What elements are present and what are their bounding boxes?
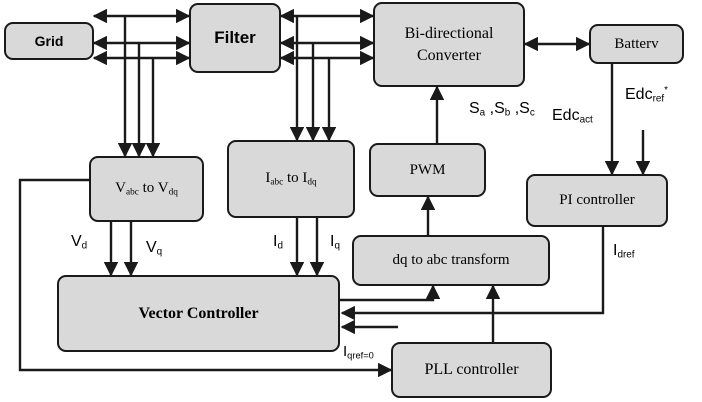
dq-to-abc-label: dq to abc transform [392,252,510,268]
vabc-to-vdq-label: Vabc to Vdq [115,180,178,198]
iq-signal-label: Iq [330,233,340,252]
iabc-to-idq-block: Iabc to Idq [227,140,355,218]
idref-line [340,227,605,321]
pwm-label: PWM [409,161,446,178]
bidirectional-converter-block: Bi-directional Converter [373,2,525,87]
pwm-block: PWM [369,143,486,197]
vabc-to-vdq-block: Vabc to Vdq [89,156,204,222]
filter-block: Filter [189,3,281,73]
idref-label: Idref [613,242,635,261]
grid-block: Grid [4,22,94,60]
battery-label: Batterv [614,35,659,52]
grid-label: Grid [34,33,64,49]
vq-signal-label: Vq [146,239,163,258]
pll-controller-label: PLL controller [424,361,519,378]
vector-controller-label: Vector Controller [138,304,259,322]
edc-ref-label: Edcref* [625,85,668,105]
vabc-to-pll-line [18,178,393,378]
switching-signals-label: Sa ,Sb ,Sc [469,100,535,119]
pi-controller-block: PI controller [526,174,668,227]
id-signal-label: Id [273,233,283,252]
converter-label-line2: Converter [417,46,481,64]
filter-label: Filter [214,28,256,47]
pll-controller-block: PLL controller [391,342,552,398]
edc-act-label: Edcact [552,107,593,126]
pi-controller-label: PI controller [559,192,635,208]
dq-to-abc-transform-block: dq to abc transform [352,235,550,286]
vector-to-dqabc-line [340,284,441,302]
iqref-label: Iqref=0 [343,343,374,361]
vector-controller-block: Vector Controller [57,275,340,352]
vd-signal-label: Vd [71,233,88,252]
iabc-to-idq-label: Iabc to Idq [265,170,317,188]
battery-block: Batterv [589,24,684,64]
converter-label-line1: Bi-directional [404,24,494,42]
